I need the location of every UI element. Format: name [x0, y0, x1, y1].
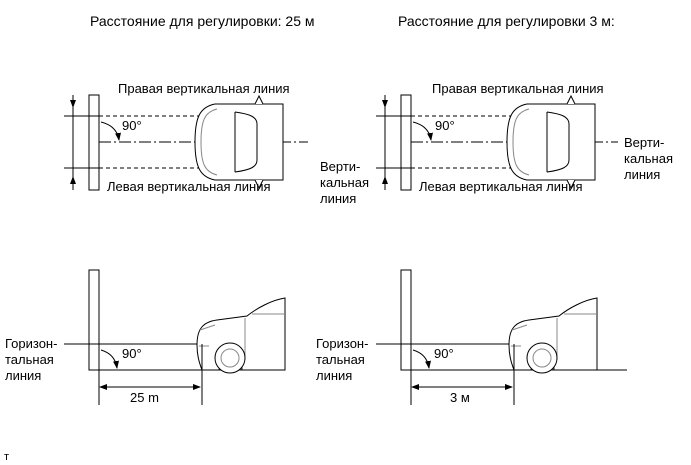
car-side-view — [196, 297, 286, 374]
label-left-vertical: Левая вертикальная линия — [419, 179, 583, 194]
side-view-25m: 90° 25 m Горизон- тальная линия — [5, 269, 286, 405]
angle-arrow-icon — [100, 121, 121, 141]
angle-arrow-icon — [100, 349, 119, 369]
side-view-3m: 90° 3 м Горизон- тальная линия — [316, 269, 627, 405]
top-view-3m: Правая вертикальная линия 90° Левая верт… — [320, 81, 673, 206]
label-right-vertical: Правая вертикальная линия — [432, 81, 604, 96]
label-horizontal-line-1: Горизон- — [5, 336, 57, 351]
label-right-vertical: Правая вертикальная линия — [118, 81, 290, 96]
label-vertical-line-2: кальная — [320, 175, 369, 190]
label-vertical-line-1: Верти- — [320, 159, 360, 174]
label-horizontal-line-2: тальная — [316, 352, 365, 367]
screen-wall — [88, 269, 100, 371]
title-3m: Расстояние для регулировки 3 м: — [398, 13, 615, 29]
car-side-view — [508, 297, 598, 374]
label-angle: 90° — [122, 346, 142, 361]
label-vertical-line-3: линия — [320, 191, 356, 206]
car-top-view — [506, 95, 596, 189]
car-top-view — [194, 95, 284, 189]
label-angle: 90° — [122, 118, 142, 133]
label-distance-25: 25 m — [130, 390, 159, 405]
label-angle: 90° — [435, 118, 455, 133]
label-left-vertical: Левая вертикальная линия — [107, 179, 271, 194]
label-vertical-line-right-1: Верти- — [624, 135, 664, 150]
label-angle: 90° — [434, 346, 454, 361]
label-horizontal-line-3: линия — [316, 368, 352, 383]
footer-mark: т — [4, 451, 9, 463]
screen-wall — [88, 94, 100, 191]
angle-arrow-icon — [412, 349, 431, 369]
label-vertical-line-right-2: кальная — [624, 151, 673, 166]
title-25m: Расстояние для регулировки: 25 м — [90, 13, 315, 29]
label-horizontal-line-1: Горизон- — [316, 336, 368, 351]
angle-arrow-icon — [412, 121, 433, 141]
label-distance-3: 3 м — [450, 390, 470, 405]
label-horizontal-line-3: линия — [5, 368, 41, 383]
label-vertical-line-right-3: линия — [624, 167, 660, 182]
label-horizontal-line-2: тальная — [5, 352, 54, 367]
top-view-25m: Правая вертикальная линия 90° Левая верт… — [64, 81, 308, 194]
screen-wall — [400, 94, 412, 191]
screen-wall — [400, 269, 412, 371]
